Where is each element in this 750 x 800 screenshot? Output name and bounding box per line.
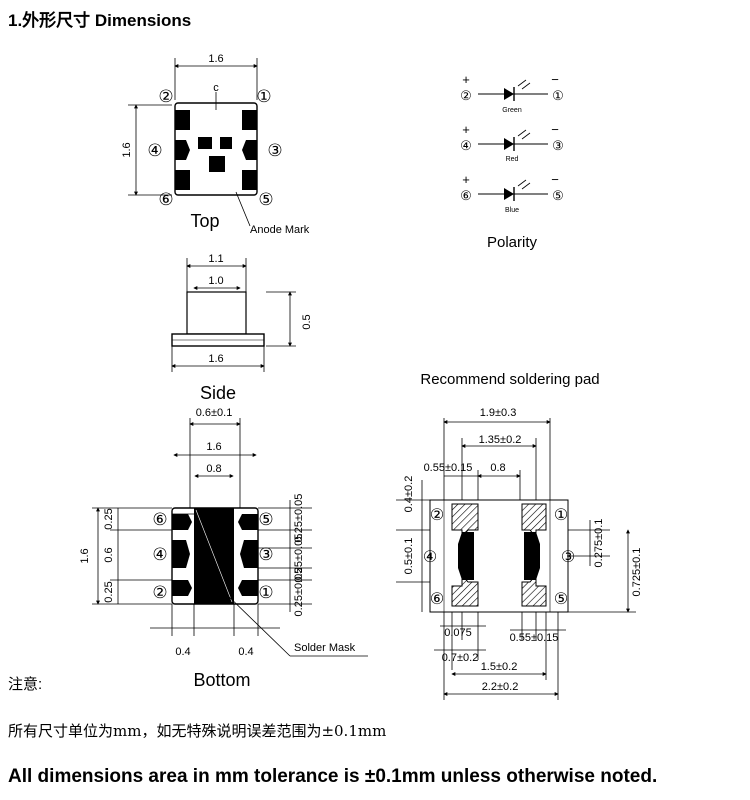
polarity-minus-1: − [551, 72, 559, 87]
pad-bottom-dim-2: 0.55±0.15 [510, 632, 559, 644]
bottom-pin-3: ③ [258, 545, 273, 564]
polarity-color-blue: Blue [505, 207, 519, 214]
top-pin-3: ③ [267, 141, 282, 160]
pad-dim-top-4: 0.8 [490, 462, 505, 474]
green-diode-icon [504, 88, 514, 100]
polarity-plus-1: + [462, 72, 470, 87]
pad-bottom-dim-3: 0.7±0.2 [442, 652, 479, 664]
bottom-pin-2: ② [152, 583, 167, 602]
top-pin-6: ⑥ [158, 190, 173, 209]
pad-right-dim-1: 0.275±0.1 [593, 519, 605, 568]
page-title: 1.外形尺寸 Dimensions [8, 11, 192, 30]
polarity-minus-2: − [551, 122, 559, 137]
solder-mask-label: Solder Mask [294, 642, 356, 654]
bottom-pin-4: ④ [152, 545, 167, 564]
pad-pin-1: ① [554, 507, 568, 524]
top-caption: Top [190, 211, 219, 231]
pad-pin-4: ④ [423, 549, 437, 566]
red-diode-icon [504, 138, 514, 150]
side-dim-inner: 1.0 [208, 275, 223, 287]
top-pin-2: ② [158, 87, 173, 106]
bottom-caption: Bottom [193, 670, 250, 690]
bottom-right-dim-3: 0.25±0.05 [293, 568, 305, 617]
top-pin-5: ⑤ [258, 190, 273, 209]
bottom-dim-bottom-2: 0.4 [238, 646, 253, 658]
pad-pin-6: ⑥ [430, 591, 444, 608]
blue-diode-icon [504, 188, 514, 200]
pad-pin-2: ② [430, 507, 444, 524]
top-pin-4: ④ [147, 141, 162, 160]
green-chip [198, 137, 212, 149]
polarity-plus-3: + [462, 172, 470, 187]
side-view: 1.1 1.0 1.6 0.5 Side [171, 253, 313, 403]
bottom-left-dim-3: 0.25 [103, 581, 115, 602]
polarity-right-pin-3: ⑤ [552, 188, 564, 203]
polarity-right-pin-2: ③ [552, 138, 564, 153]
red-chip [220, 137, 232, 149]
side-dim-width: 1.6 [208, 353, 223, 365]
polarity-minus-3: − [551, 172, 559, 187]
top-pin-1: ① [256, 87, 271, 106]
side-lens [186, 291, 247, 335]
bottom-pin-5: ⑤ [258, 510, 273, 529]
polarity-left-pin-2: ④ [460, 138, 472, 153]
pad-left-dim-2: 0.5±0.1 [403, 538, 415, 575]
bottom-view: 0.6±0.1 1.6 0.8 ⑥ ⑤ ④ ③ ② ① 1.6 0.25 0.6… [79, 407, 368, 690]
tolerance-note-cn: 所有尺寸单位为mm，如无特殊说明误差范围为±0.1mm [8, 722, 387, 740]
solder-pad-caption: Recommend soldering pad [420, 371, 599, 388]
pad-dim-top-3: 0.55±0.15 [424, 462, 473, 474]
pad-bottom-dim-1: 0.075 [444, 627, 472, 639]
pad-dim-top-2: 1.35±0.2 [479, 434, 522, 446]
bottom-dim-bottom-1: 0.4 [175, 646, 190, 658]
side-dim-outer: 1.1 [208, 253, 223, 265]
top-width-dim: 1.6 [208, 53, 223, 65]
anode-mark-label: Anode Mark [250, 224, 310, 236]
polarity-caption: Polarity [487, 234, 538, 251]
pad-pin-3: ③ [561, 549, 575, 566]
pad-pin-5: ⑤ [554, 591, 568, 608]
bottom-right-dim-2: 0.25±0.05 [293, 534, 305, 583]
bottom-pin-1: ① [258, 583, 273, 602]
side-caption: Side [200, 383, 236, 403]
bottom-left-dim-2: 0.6 [103, 547, 115, 562]
note-label: 注意: [8, 676, 43, 693]
center-mark: c [213, 82, 219, 94]
top-height-dim: 1.6 [121, 142, 133, 157]
soldering-pad-view: Recommend soldering pad 1.9±0.3 1.35±0.2… [396, 371, 643, 700]
bottom-dim-top: 0.6±0.1 [196, 407, 233, 419]
bottom-dim-inner: 0.8 [206, 463, 221, 475]
bottom-right-dim-1: 0.25±0.05 [293, 494, 305, 543]
polarity-color-red: Red [506, 156, 519, 163]
pad-bottom-dim-4: 1.5±0.2 [481, 661, 518, 673]
blue-chip [209, 156, 225, 172]
top-view: 1.6 1.6 c ② ① ④ ③ ⑥ ⑤ Anode Mark Top [121, 53, 310, 236]
polarity-diagram: + − ② ① Green + − ④ ③ Red + − ⑥ ⑤ Blue P… [460, 72, 564, 251]
polarity-right-pin-1: ① [552, 88, 564, 103]
bottom-left-total: 1.6 [79, 548, 91, 563]
bottom-pin-6: ⑥ [152, 510, 167, 529]
polarity-plus-2: + [462, 122, 470, 137]
bottom-dim-mid: 1.6 [206, 441, 221, 453]
polarity-left-pin-1: ② [460, 88, 472, 103]
polarity-left-pin-3: ⑥ [460, 188, 472, 203]
pad-dim-top-1: 1.9±0.3 [480, 407, 517, 419]
pad-right-dim-2: 0.725±0.1 [631, 548, 643, 597]
pad-bottom-dim-5: 2.2±0.2 [482, 681, 519, 693]
bottom-left-dim-1: 0.25 [103, 508, 115, 529]
side-dim-height: 0.5 [301, 314, 313, 329]
tolerance-note-en: All dimensions area in mm tolerance is ±… [8, 766, 658, 787]
pad-left-dim-1: 0.4±0.2 [403, 476, 415, 513]
polarity-color-green: Green [502, 107, 522, 114]
